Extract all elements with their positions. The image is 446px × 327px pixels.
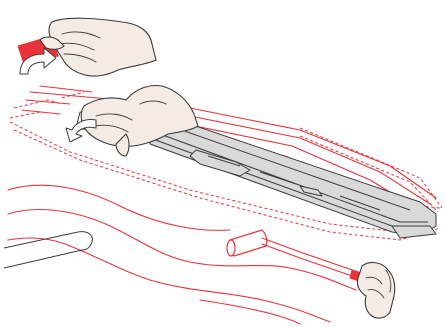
trim-rail-part — [150, 120, 436, 238]
hand-holding-roller-icon — [357, 263, 394, 319]
hand-peeling-icon — [40, 18, 156, 76]
roller-icon — [227, 230, 364, 282]
